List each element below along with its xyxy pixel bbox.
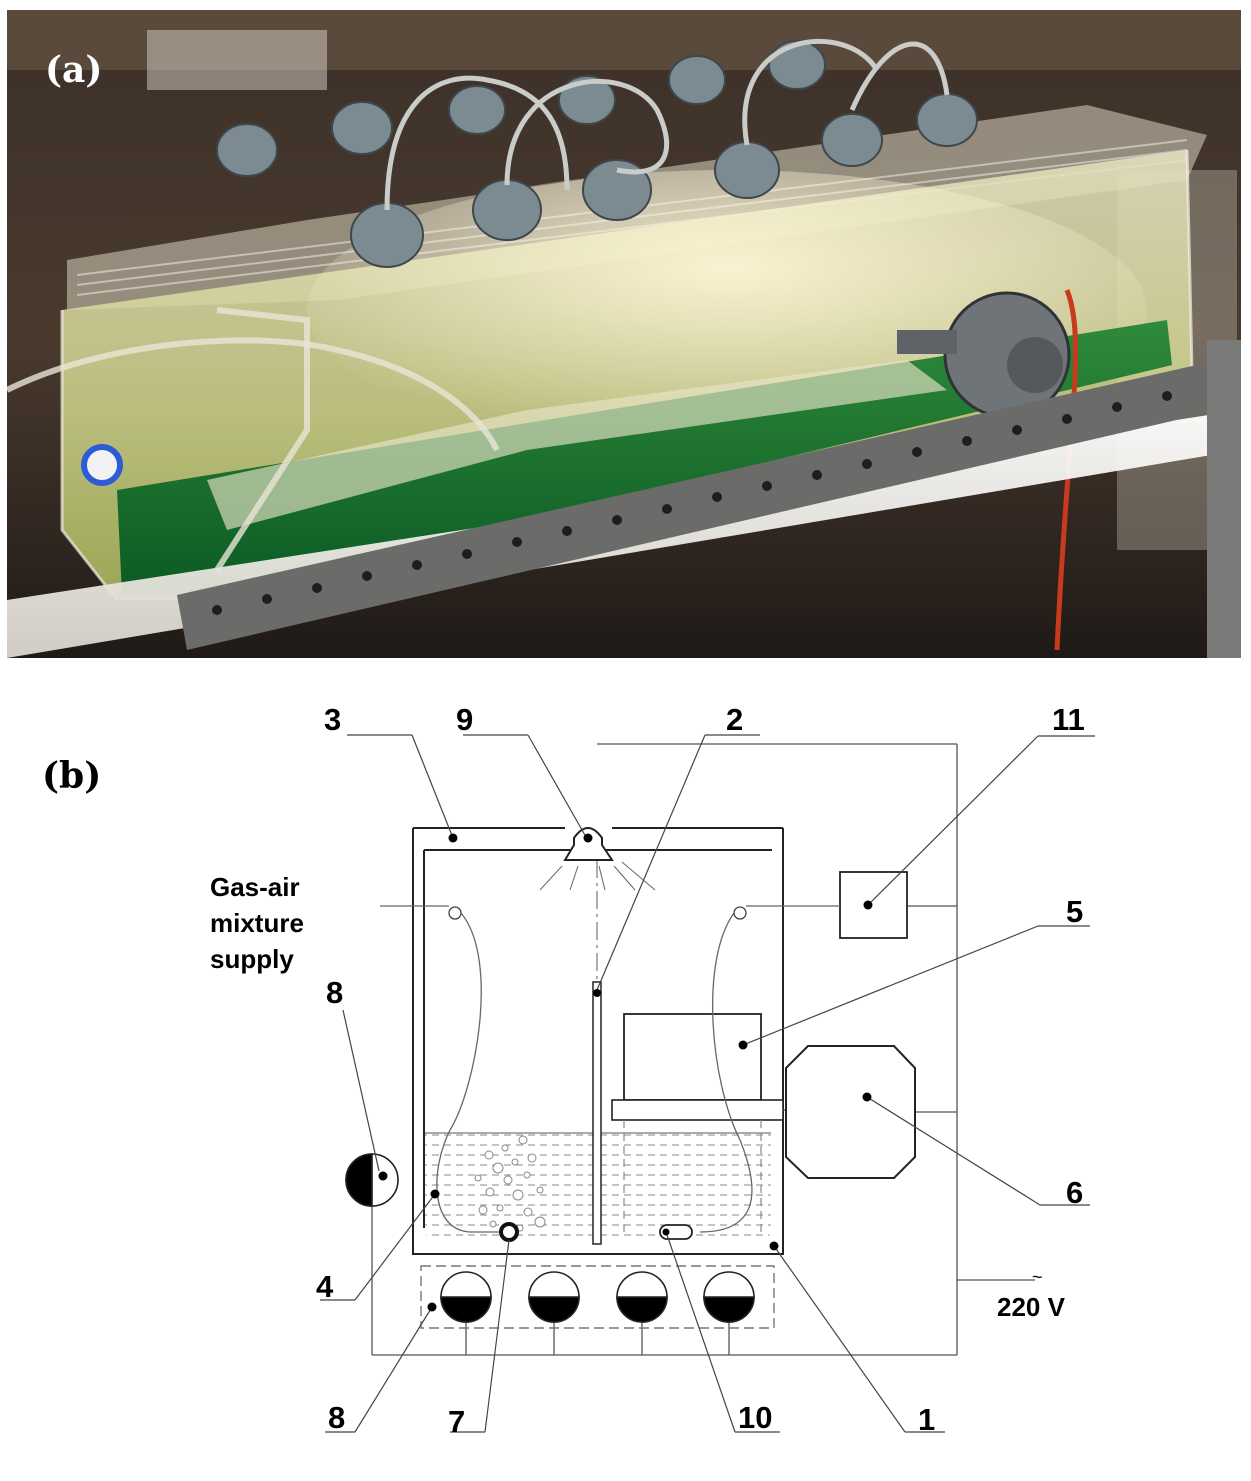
gas-supply-label-line3: supply [210,944,294,974]
motor [785,1045,916,1179]
callout-1: 1 [918,1402,935,1437]
panel-label-a: (a) [45,49,102,91]
callout-3: 3 [324,702,341,737]
callout-11: 11 [1052,702,1085,737]
side-lamp [345,1153,399,1207]
callout-10: 10 [738,1400,772,1435]
stirrer-shaft [611,1099,784,1121]
gas-supply-label-line1: Gas-air [210,872,300,902]
top-lamp [539,827,656,891]
callout-7: 7 [448,1404,465,1439]
bottom-lamp-block [420,1265,775,1329]
callout-4: 4 [316,1269,334,1304]
panel-label-b: (b) [42,755,101,797]
temperature-sensor [659,1224,693,1240]
wiring-frame [371,743,1035,1356]
gas-supply-tubes [380,905,840,1233]
callout-9: 9 [456,702,473,737]
voltage-label: 220 V [997,1292,1066,1322]
callout-8-side: 8 [326,975,343,1010]
bottom-lamps [440,1271,755,1323]
partition-plate [592,981,602,1245]
callout-5: 5 [1066,894,1083,929]
callout-leaders [320,734,1095,1433]
reactor-vessel [412,828,784,1255]
callout-8-bottom: 8 [328,1400,345,1435]
photobioreactor-photo: (a) [7,10,1241,658]
gas-bubbles [474,1135,546,1232]
controller-box [839,871,908,939]
stirrer-blade [623,1013,762,1101]
callout-2: 2 [726,702,743,737]
gas-sparger [499,1222,519,1242]
ac-symbol: ~ [1032,1267,1043,1287]
photobioreactor-schematic: (b) ~ 220 V [42,702,1095,1439]
callout-dots [378,833,873,1312]
callout-6: 6 [1066,1175,1083,1210]
gas-supply-label-line2: mixture [210,908,304,938]
